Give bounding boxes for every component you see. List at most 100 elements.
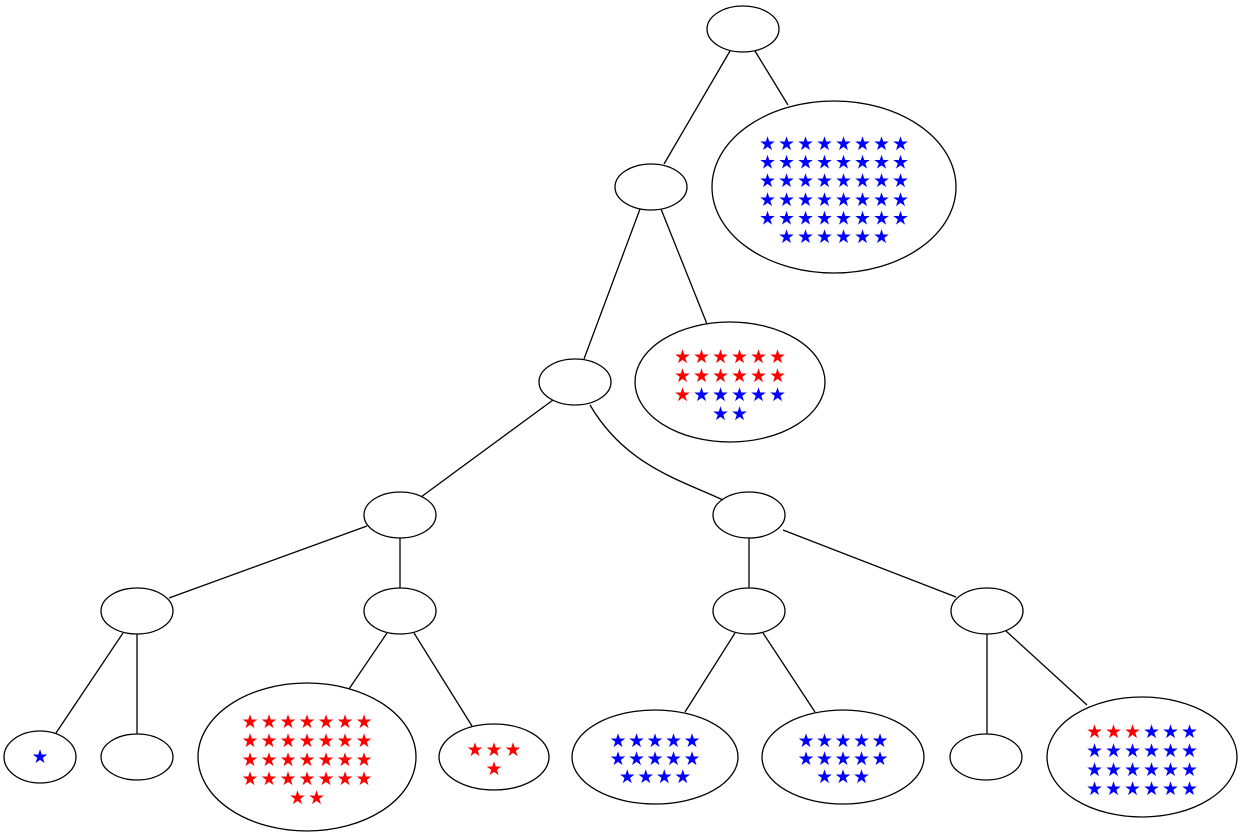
red-star-icon: ★ (355, 749, 372, 771)
node-n7 (712, 587, 786, 635)
blue-star-icon: ★ (628, 730, 645, 752)
node-leaf2 (100, 733, 174, 781)
red-star-icon: ★ (260, 711, 277, 733)
red-star-icon: ★ (289, 787, 306, 809)
blue-star-icon: ★ (1143, 721, 1160, 743)
blue-star-icon: ★ (637, 766, 654, 788)
red-star-icon: ★ (674, 384, 691, 406)
red-star-icon: ★ (769, 346, 786, 368)
blue-star-icon: ★ (797, 226, 814, 248)
red-star-icon: ★ (298, 730, 315, 752)
blue-star-icon: ★ (797, 730, 814, 752)
blue-star-icon: ★ (834, 766, 851, 788)
red-star-icon: ★ (466, 739, 483, 761)
red-star-icon: ★ (355, 730, 372, 752)
blue-star-icon: ★ (1162, 721, 1179, 743)
blue-star-icon: ★ (873, 152, 890, 174)
node-ellipse (100, 587, 174, 635)
blue-star-icon: ★ (816, 226, 833, 248)
blue-star-icon: ★ (873, 170, 890, 192)
node-ellipse (1046, 696, 1238, 818)
blue-star-icon: ★ (854, 207, 871, 229)
node-leaf1: ★ (3, 730, 77, 784)
blue-star-icon: ★ (1086, 740, 1103, 762)
red-star-icon: ★ (260, 749, 277, 771)
node-ellipse (761, 709, 925, 805)
blue-star-icon: ★ (769, 384, 786, 406)
red-star-icon: ★ (1124, 721, 1141, 743)
blue-star-icon: ★ (712, 384, 729, 406)
blue-star-icon: ★ (693, 384, 710, 406)
node-ellipse (634, 321, 826, 443)
blue-star-icon: ★ (835, 152, 852, 174)
red-star-icon: ★ (317, 730, 334, 752)
red-star-icon: ★ (298, 768, 315, 790)
blue-star-icon: ★ (1181, 740, 1198, 762)
blue-star-icon: ★ (609, 748, 626, 770)
red-star-icon: ★ (317, 711, 334, 733)
node-ellipse (363, 587, 437, 635)
red-star-icon: ★ (731, 365, 748, 387)
node-ellipse (949, 733, 1023, 781)
blue-star-icon: ★ (834, 730, 851, 752)
edge-n7-leaf5 (684, 632, 736, 713)
red-star-icon: ★ (260, 730, 277, 752)
red-star-icon: ★ (504, 739, 521, 761)
blue-star-icon: ★ (656, 766, 673, 788)
red-star-icon: ★ (279, 730, 296, 752)
node-leaf7 (949, 733, 1023, 781)
blue-star-icon: ★ (665, 730, 682, 752)
node-leaf3: ★★★★★★★★★★★★★★★★★★★★★★★★★★★★★★ (197, 682, 417, 832)
node-n6 (363, 587, 437, 635)
tree-nodes: ★★★★★★★★★★★★★★★★★★★★★★★★★★★★★★★★★★★★★★★★… (3, 5, 1238, 832)
blue-star-icon: ★ (778, 152, 795, 174)
edge-n7-leaf6 (762, 632, 816, 713)
red-star-icon: ★ (241, 768, 258, 790)
blue-star-icon: ★ (778, 226, 795, 248)
blue-star-icon: ★ (816, 207, 833, 229)
edge-n3-n5 (168, 525, 368, 599)
blue-star-icon: ★ (816, 189, 833, 211)
blue-star-icon: ★ (797, 152, 814, 174)
blue-star-icon: ★ (835, 207, 852, 229)
red-star-icon: ★ (693, 365, 710, 387)
blue-star-icon: ★ (854, 170, 871, 192)
node-n8 (950, 587, 1024, 635)
blue-star-icon: ★ (646, 730, 663, 752)
blue-star-icon: ★ (854, 226, 871, 248)
blue-star-icon: ★ (731, 384, 748, 406)
blue-star-icon: ★ (797, 133, 814, 155)
blue-star-icon: ★ (1124, 740, 1141, 762)
tree-edges (55, 50, 1088, 734)
blue-star-icon: ★ (816, 170, 833, 192)
blue-star-icon: ★ (628, 748, 645, 770)
node-ellipse (614, 163, 688, 211)
blue-star-icon: ★ (835, 170, 852, 192)
red-star-icon: ★ (1105, 721, 1122, 743)
edge-n4-n8 (782, 529, 957, 598)
red-star-icon: ★ (750, 346, 767, 368)
blue-star-icon: ★ (854, 133, 871, 155)
blue-star-icon: ★ (1143, 759, 1160, 781)
node-n5 (100, 587, 174, 635)
blue-star-icon: ★ (834, 748, 851, 770)
blue-star-icon: ★ (835, 189, 852, 211)
node-leaf4: ★★★★ (438, 723, 550, 791)
red-star-icon: ★ (355, 711, 372, 733)
red-star-icon: ★ (693, 346, 710, 368)
blue-star-icon: ★ (892, 133, 909, 155)
red-star-icon: ★ (750, 365, 767, 387)
blue-star-icon: ★ (1086, 778, 1103, 800)
node-leaf10: ★★★★★★★★★★★★★★★★★★★★★★★★★★★★★★★★★★★★★★★★… (711, 100, 957, 274)
red-star-icon: ★ (485, 739, 502, 761)
node-ellipse (950, 587, 1024, 635)
red-star-icon: ★ (731, 346, 748, 368)
node-leaf6: ★★★★★★★★★★★★★ (761, 709, 925, 805)
edge-root-n1 (663, 50, 731, 165)
blue-star-icon: ★ (1124, 778, 1141, 800)
blue-star-icon: ★ (665, 748, 682, 770)
node-root (706, 5, 780, 53)
red-star-icon: ★ (355, 768, 372, 790)
blue-star-icon: ★ (853, 730, 870, 752)
edge-n1-n2 (583, 208, 641, 360)
